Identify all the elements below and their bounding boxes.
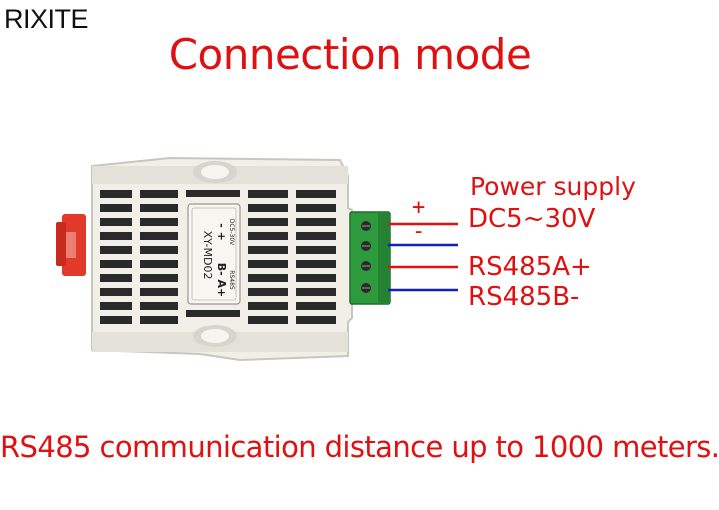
device-label-panel: XY-MD02 - + DC5-30V B- A+ RS485 xyxy=(187,203,241,305)
device-pins-bottom-label: B- A+ xyxy=(215,263,228,298)
footer-note: RS485 communication distance up to 1000 … xyxy=(0,430,719,464)
device-bus-label: RS485 xyxy=(228,270,235,290)
dc-voltage-label: DC5~30V xyxy=(468,204,596,234)
device-pins-top-label: - + xyxy=(215,223,228,241)
page-title: Connection mode xyxy=(168,30,532,79)
red-clip xyxy=(56,214,86,276)
brand-logo: RIXITE xyxy=(4,4,89,34)
device-voltage-label: DC5-30V xyxy=(228,219,235,246)
sensor-device-illustration: XY-MD02 - + DC5-30V B- A+ RS485 xyxy=(56,156,458,362)
minus-sign: - xyxy=(412,219,426,244)
rs485a-label: RS485A+ xyxy=(468,252,592,282)
plus-sign: + xyxy=(412,195,426,220)
terminal-block xyxy=(349,211,391,305)
rs485b-label: RS485B- xyxy=(468,282,580,312)
vent-slats xyxy=(100,190,336,324)
device-model-label: XY-MD02 xyxy=(201,231,214,280)
power-supply-label: Power supply xyxy=(470,172,636,201)
mounting-hole-bottom xyxy=(193,325,237,347)
mounting-hole-top xyxy=(193,161,237,183)
